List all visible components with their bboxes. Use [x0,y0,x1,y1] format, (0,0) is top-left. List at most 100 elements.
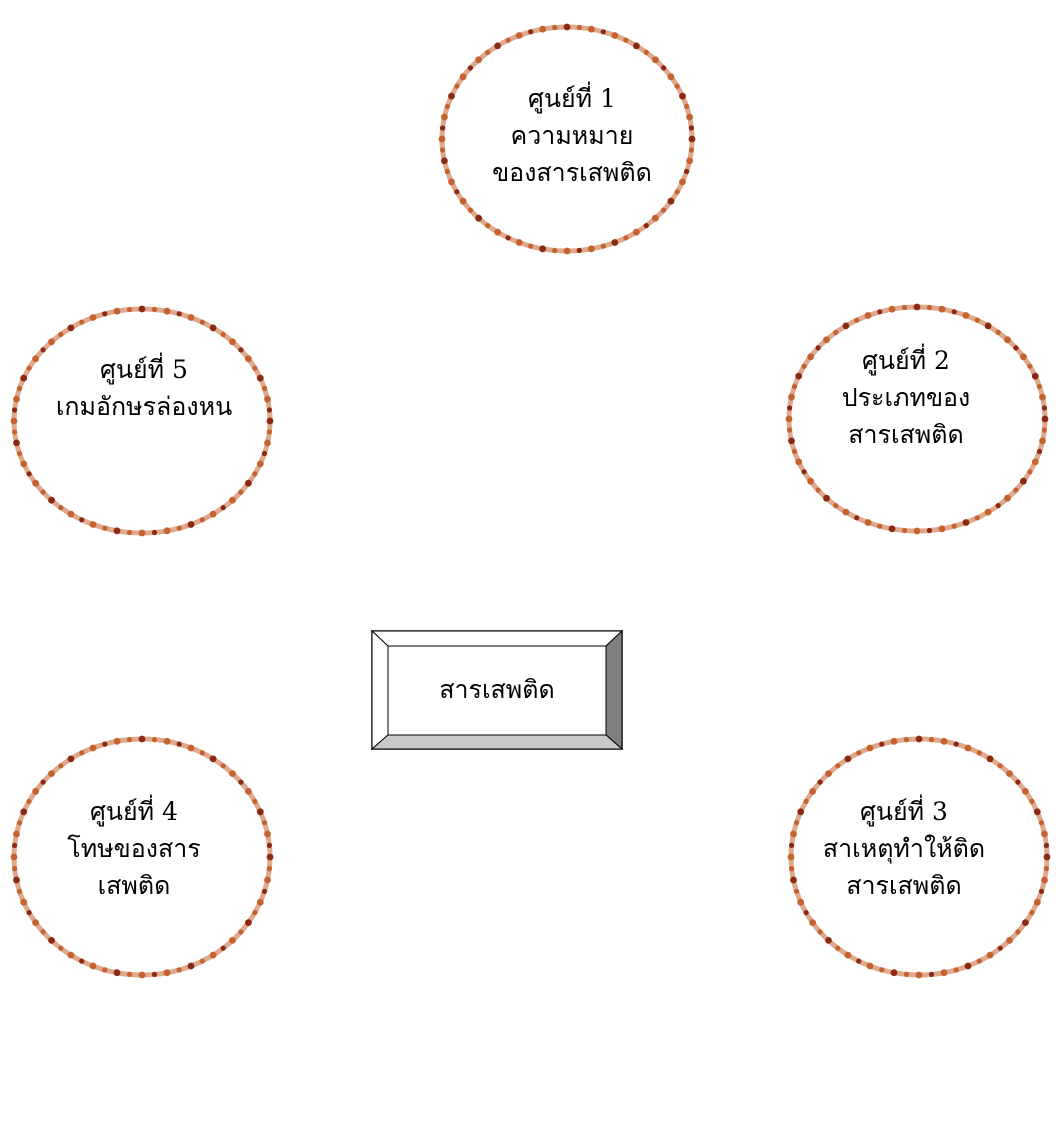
station-4-line-1: ศูนย์ที่ 4 [90,797,178,826]
ring-bead [1043,842,1049,849]
ring-bead [854,515,860,521]
ring-bead [866,962,874,970]
ring-bead [438,135,446,143]
ring-bead [252,365,258,371]
ring-bead [10,417,18,425]
ring-bead [1013,345,1019,351]
ring-bead [1022,919,1029,926]
ring-bead [797,898,805,906]
ring-bead [266,853,274,861]
ring-bead [866,744,874,752]
ring-bead [126,529,133,536]
ring-bead [1041,415,1049,423]
ring-bead [176,311,182,317]
ring-bead [928,971,935,978]
ring-bead [679,178,686,186]
station-1-line-3: ของสารเสพติด [492,158,652,187]
ring-bead [823,336,830,344]
station-2-line-1: ศูนย์ที่ 2 [862,346,950,375]
ring-bead [842,322,850,330]
ring-bead [791,448,798,455]
ring-bead [459,197,467,205]
ring-bead [102,311,108,317]
station-4-ring [10,735,274,979]
ring-bead [611,239,619,246]
ring-bead [440,147,446,153]
ring-bead [138,305,146,313]
ring-bead [79,958,85,964]
ring-bead [835,763,841,769]
ring-bead [229,937,236,944]
ring-bead [903,971,910,978]
ring-bead [801,363,807,369]
ring-bead [264,439,271,447]
ring-bead [89,962,97,970]
ring-bead [138,735,146,743]
ring-bead [633,42,640,50]
ring-bead [901,304,908,311]
ring-bead [238,347,244,353]
ring-bead [528,29,534,35]
ring-bead [1020,353,1027,361]
ring-bead [126,306,133,313]
ring-bead [785,415,793,423]
station-2-line-3: สารเสพติด [848,420,964,449]
ring-bead [48,496,55,504]
ring-bead [13,395,20,403]
ring-bead [441,157,448,165]
ring-bead [674,83,680,89]
ring-bead [467,207,473,213]
ring-bead [138,971,146,979]
ring-bead [1013,487,1019,493]
ring-bead [888,525,896,533]
ring-bead [89,314,97,321]
ring-bead [787,427,793,433]
ring-bead [938,305,946,313]
ring-bead [1027,363,1033,369]
ring-bead [890,737,898,745]
ring-bead [667,197,675,205]
ring-bead [176,741,182,747]
ring-bead [485,223,491,229]
ring-bead [1033,898,1041,906]
ring-bead [238,489,244,495]
ring-bead [825,937,832,944]
ring-bead [825,770,832,777]
ring-bead [842,508,850,516]
station-3-line-3: สารเสพติด [846,871,962,900]
ring-bead [623,37,629,43]
ring-bead [264,395,271,403]
ring-bead [126,737,133,743]
ring-bead [209,510,217,518]
ring-bead [505,37,511,43]
ring-bead [261,450,268,457]
ring-bead [199,319,205,325]
ring-bead [448,178,455,186]
station-3-text: ศูนย์ที่ 3 สาเหตุทำให้ติด สารเสพติด [794,799,1014,910]
ring-bead [833,329,839,335]
ring-bead [1038,820,1045,826]
ring-bead [245,919,252,926]
ring-bead [576,247,582,254]
station-1-line-2: ความหมาย [510,121,634,150]
ring-bead [26,365,32,371]
station-2-ring [785,303,1049,535]
ring-bead [787,853,795,861]
ring-bead [879,741,885,747]
ring-bead [974,515,980,521]
ring-bead [563,23,571,31]
ring-bead [790,830,797,838]
ring-bead [801,469,807,475]
ring-bead [856,958,862,964]
ring-bead [940,969,948,977]
ring-bead [1039,437,1046,445]
station-1-text: ศูนย์ที่ 1 ความหมาย ของสารเสพติด [462,86,682,197]
ring-bead [113,969,121,977]
ring-bead [102,967,108,973]
ring-bead [40,489,46,495]
ring-bead [1041,427,1047,433]
ring-bead [1036,383,1043,390]
ring-bead [915,971,923,979]
ring-bead [643,49,649,56]
ring-bead [32,479,39,487]
